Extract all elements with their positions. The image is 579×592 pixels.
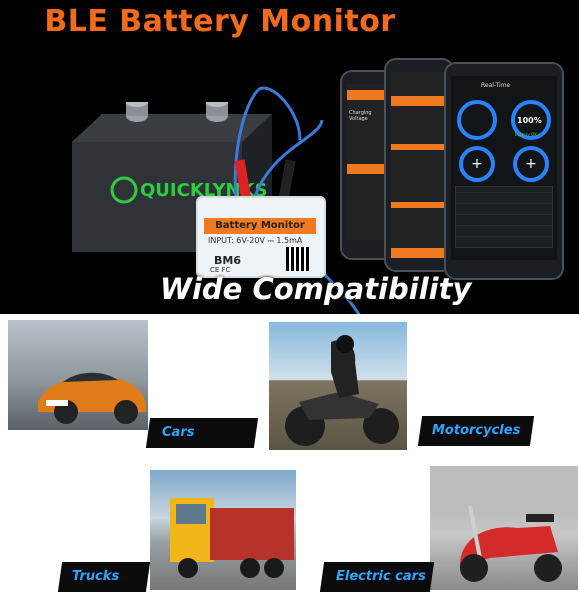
- category-label-cars: Cars: [145, 418, 259, 448]
- phone-right-percent: 100%: [517, 116, 542, 125]
- device-cert: CE FC: [210, 266, 231, 274]
- phone-right: Real-Time + + 100% Battery OK: [444, 62, 564, 280]
- banner-subtitle: Wide Compatibility: [160, 272, 472, 306]
- svg-text:+: +: [525, 156, 537, 172]
- car-image: [8, 320, 148, 430]
- banner-title: BLE Battery Monitor: [44, 4, 396, 39]
- gauges: + +: [457, 100, 551, 182]
- scooter-image: [430, 466, 578, 590]
- phone-right-status: Battery OK: [515, 132, 537, 137]
- category-label-motorcycles: Motorcycles: [417, 416, 535, 446]
- battery-monitor-device: Battery Monitor INPUT: 6V-20V ⎓ 1.5mA BM…: [196, 196, 326, 278]
- device-input: INPUT: 6V-20V ⎓ 1.5mA: [208, 236, 303, 245]
- voltage-chart-area: [455, 186, 553, 248]
- svg-text:+: +: [471, 156, 483, 172]
- hero-banner: BLE Battery Monitor QUICKLYNKS Battery M…: [0, 0, 579, 314]
- device-label: Battery Monitor: [204, 218, 316, 234]
- qr-code-icon: [286, 247, 310, 271]
- phone-left-header: Charging Voltage: [349, 110, 372, 122]
- device-model: BM6: [214, 254, 241, 267]
- motorcycle-image: [269, 322, 407, 450]
- truck-image: [150, 470, 296, 590]
- phone-right-title: Real-Time: [481, 82, 511, 89]
- category-label-electric-cars: Electric cars: [319, 562, 435, 592]
- phone-middle: [384, 58, 454, 272]
- category-label-trucks: Trucks: [57, 562, 151, 592]
